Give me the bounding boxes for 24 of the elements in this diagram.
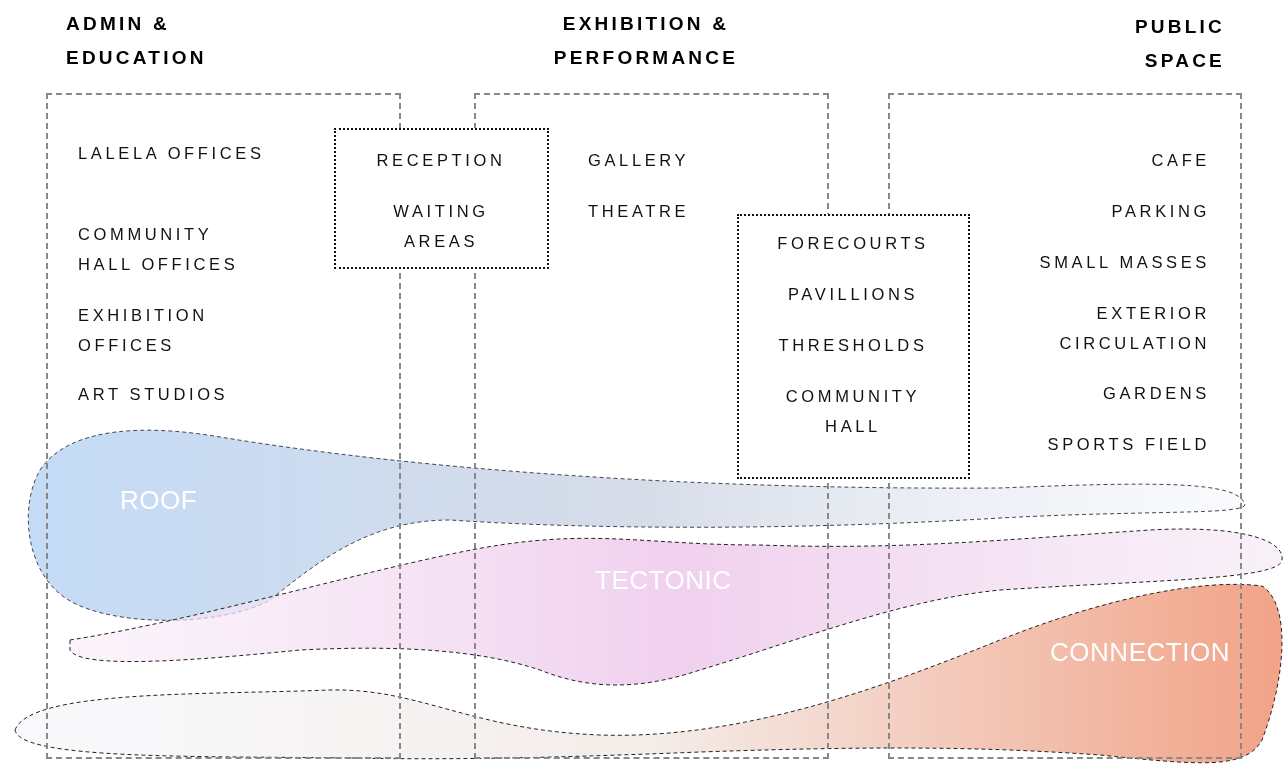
program-label: PARKING [1110, 201, 1210, 222]
program-label: SPORTS FIELD [1046, 434, 1210, 455]
program-label: WAITING AREAS [392, 201, 490, 252]
program-label: PAVILLIONS [786, 284, 920, 305]
program-label: COMMUNITY HALL OFFICES [78, 224, 240, 275]
overlap-box [334, 128, 549, 269]
program-label: ART STUDIOS [78, 384, 230, 405]
program-label: GALLERY [588, 150, 691, 171]
program-label: SMALL MASSES [1038, 252, 1210, 273]
program-label: COMMUNITY HALL [784, 386, 922, 437]
program-label: EXTERIOR CIRCULATION [1058, 303, 1210, 354]
program-label: CAFE [1150, 150, 1210, 171]
program-label: THRESHOLDS [777, 335, 929, 356]
zone-heading: PUBLIC SPACE [1133, 15, 1225, 73]
program-label: EXHIBITION OFFICES [78, 305, 209, 356]
program-label: LALELA OFFICES [78, 143, 266, 164]
overlap-box [737, 214, 970, 479]
band-label: CONNECTION [1050, 637, 1230, 668]
program-label: RECEPTION [375, 150, 507, 171]
program-label: FORECOURTS [776, 233, 930, 254]
program-label: THEATRE [588, 201, 691, 222]
zone-heading: ADMIN & EDUCATION [66, 12, 208, 70]
band-label: ROOF [120, 485, 198, 516]
zone-heading: EXHIBITION & PERFORMANCE [552, 12, 740, 70]
